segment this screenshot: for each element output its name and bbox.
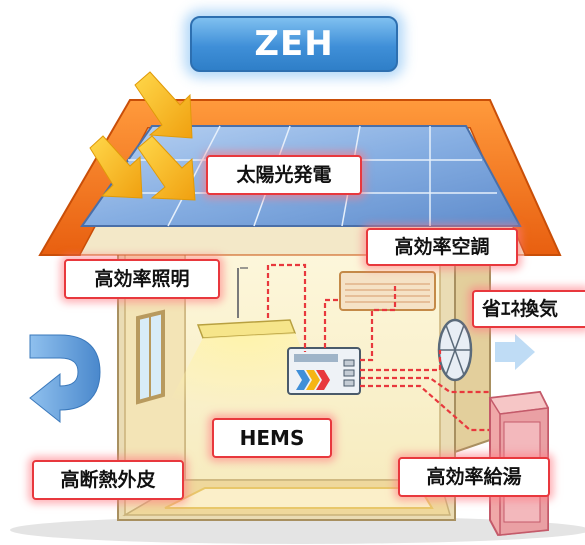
label-solar-power: 太陽光発電 <box>206 155 362 195</box>
ventilation-fan <box>437 318 473 382</box>
sun-arrow-1 <box>134 71 193 139</box>
sun-arrow-3 <box>137 135 196 201</box>
label-energy-saving-ventilation: 省ｴﾈ換気 <box>472 290 585 328</box>
ground-shadow <box>10 516 585 544</box>
hems-controller <box>287 347 361 395</box>
airflow-return-arrow <box>29 334 101 424</box>
sunlight-arrows <box>89 71 196 201</box>
label-high-efficiency-lighting: 高効率照明 <box>64 259 220 299</box>
label-high-insulation-envelope: 高断熱外皮 <box>32 460 184 500</box>
hems-wiring <box>266 263 490 432</box>
title-badge: ZEH <box>190 16 398 72</box>
label-high-efficiency-water-heater: 高効率給湯 <box>398 457 550 497</box>
air-conditioner <box>339 271 436 311</box>
label-high-efficiency-aircon: 高効率空調 <box>366 228 518 266</box>
floor-inner-rug <box>164 487 434 509</box>
sun-arrow-2 <box>89 135 143 199</box>
label-hems: HEMS <box>212 418 332 458</box>
exhaust-arrow <box>495 334 535 370</box>
